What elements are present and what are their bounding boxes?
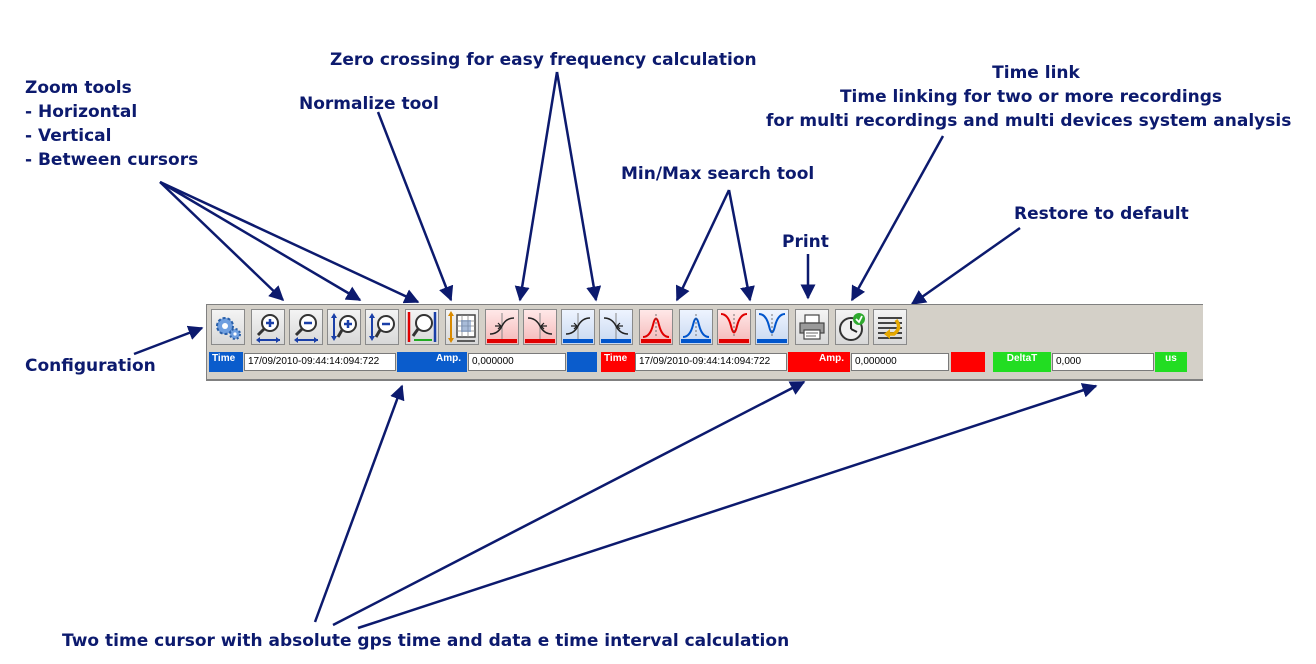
zero-crossing-rising-red-button[interactable] xyxy=(485,309,519,345)
arrow-time-link xyxy=(850,135,945,302)
configuration-button[interactable] xyxy=(211,309,245,345)
zoom-tools-item: - Vertical xyxy=(25,126,112,146)
cursor1-color-swatch xyxy=(567,352,597,372)
delta-label: DeltaT xyxy=(993,352,1051,372)
zero-crossing-falling-blue-button[interactable] xyxy=(599,309,633,345)
cursors-annotation: Two time cursor with absolute gps time a… xyxy=(62,631,790,651)
min-search-red-icon xyxy=(719,313,749,343)
cursor1-amp-field[interactable]: 0,000000 xyxy=(468,353,566,371)
zero-crossing-falling-red-icon xyxy=(525,313,555,343)
min-search-red-button[interactable] xyxy=(717,309,751,345)
time-link-line1: Time linking for two or more recordings xyxy=(839,87,1223,107)
zoom-tools-title: Zoom tools xyxy=(25,78,132,98)
printer-icon xyxy=(799,314,825,340)
arrow-zoom-vertical xyxy=(159,180,362,302)
cursor1-amp-label: Amp. xyxy=(397,352,467,372)
arrow-delta xyxy=(357,383,1098,630)
arrow-minmax-2 xyxy=(727,189,755,302)
restore-default-button[interactable] xyxy=(873,309,907,345)
max-search-blue-button[interactable] xyxy=(679,309,713,345)
time-link-line2: for multi recordings and multi devices s… xyxy=(766,111,1292,131)
zero-crossing-rising-red-icon xyxy=(487,313,517,343)
zero-crossing-falling-blue-icon xyxy=(601,313,631,343)
zoom-tools-item: - Horizontal xyxy=(25,102,138,122)
arrow-restore xyxy=(910,226,1021,306)
arrow-configuration xyxy=(133,325,204,356)
cursor2-color-swatch xyxy=(951,352,985,372)
zoom-out-vertical-icon xyxy=(369,313,395,341)
normalize-icon xyxy=(448,311,476,343)
gear-icon xyxy=(216,317,241,340)
zoom-out-vertical-button[interactable] xyxy=(365,309,399,345)
cursor2-amp-field[interactable]: 0,000000 xyxy=(851,353,949,371)
print-annotation: Print xyxy=(782,232,829,252)
zoom-out-horizontal-icon xyxy=(294,314,318,343)
arrow-cursor2 xyxy=(332,380,806,627)
cursor-status-bar: Time 17/09/2010-09:44:14:094:722 Amp. 0,… xyxy=(206,349,1203,381)
delta-field[interactable]: 0,000 xyxy=(1052,353,1154,371)
arrow-zero-crossing-2 xyxy=(555,71,602,302)
arrow-zoom-horizontal xyxy=(159,181,285,302)
zero-crossing-annotation: Zero crossing for easy frequency calcula… xyxy=(330,50,757,70)
time-link-title: Time link xyxy=(992,63,1080,83)
normalize-annotation: Normalize tool xyxy=(299,94,439,114)
min-search-blue-button[interactable] xyxy=(755,309,789,345)
zero-crossing-rising-blue-icon xyxy=(563,313,593,343)
restore-default-icon xyxy=(878,317,902,339)
zoom-in-vertical-button[interactable] xyxy=(327,309,361,345)
zoom-between-cursors-button[interactable] xyxy=(405,309,439,345)
print-button[interactable] xyxy=(795,309,829,345)
time-link-annotation: Time link Time linking for two or more r… xyxy=(766,61,1316,133)
zero-crossing-rising-blue-button[interactable] xyxy=(561,309,595,345)
arrow-cursor1 xyxy=(313,384,405,623)
delta-unit: us xyxy=(1155,352,1187,372)
zoom-out-horizontal-button[interactable] xyxy=(289,309,323,345)
arrow-zoom-between xyxy=(159,180,420,304)
zoom-in-horizontal-button[interactable] xyxy=(251,309,285,345)
cursor2-time-field[interactable]: 17/09/2010-09:44:14:094:722 xyxy=(635,353,787,371)
zoom-tools-item: - Between cursors xyxy=(25,150,199,170)
zoom-in-horizontal-icon xyxy=(256,314,280,343)
arrow-zero-crossing-1 xyxy=(514,71,559,302)
normalize-button[interactable] xyxy=(445,309,479,345)
cursor1-time-field[interactable]: 17/09/2010-09:44:14:094:722 xyxy=(244,353,396,371)
configuration-annotation: Configuration xyxy=(25,356,156,376)
time-link-button[interactable] xyxy=(835,309,869,345)
zoom-in-vertical-icon xyxy=(331,313,357,341)
zoom-between-cursors-icon xyxy=(407,312,437,342)
max-search-red-icon xyxy=(641,314,671,343)
zero-crossing-falling-red-button[interactable] xyxy=(523,309,557,345)
toolbar xyxy=(206,304,1203,349)
cursor2-time-label: Time xyxy=(601,352,635,372)
minmax-annotation: Min/Max search tool xyxy=(621,164,815,184)
zoom-tools-annotation: Zoom tools - Horizontal - Vertical - Bet… xyxy=(25,76,198,172)
cursor2-amp-label: Amp. xyxy=(788,352,850,372)
max-search-red-button[interactable] xyxy=(639,309,673,345)
max-search-blue-icon xyxy=(681,314,711,343)
restore-annotation: Restore to default xyxy=(1014,204,1189,224)
min-search-blue-icon xyxy=(757,313,787,343)
cursor1-time-label: Time xyxy=(209,352,243,372)
arrow-minmax-1 xyxy=(675,189,731,302)
arrow-normalize xyxy=(376,111,454,302)
time-link-clock-icon xyxy=(839,313,865,341)
